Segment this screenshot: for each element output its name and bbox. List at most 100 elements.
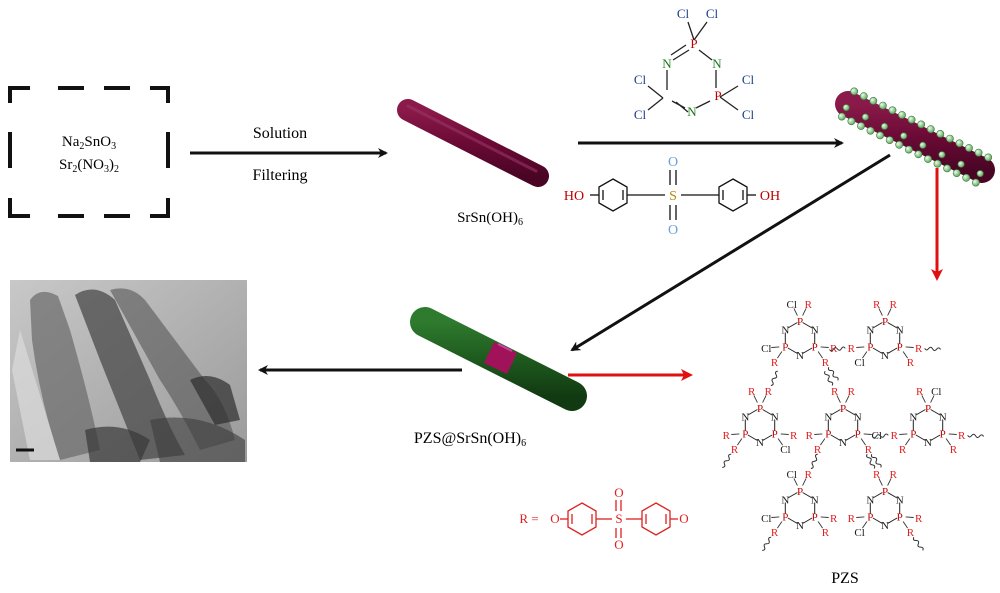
substituent-bond xyxy=(762,395,767,403)
substituent-bond xyxy=(887,308,892,316)
ring-bond xyxy=(930,409,941,416)
ring-bond xyxy=(872,347,883,354)
hccp-cl-3: Cl xyxy=(634,72,647,87)
network-r: R xyxy=(907,527,915,539)
r-o-bottom: O xyxy=(614,537,623,552)
surface-bead xyxy=(876,131,884,140)
ring-bond xyxy=(802,492,813,499)
network-r: R xyxy=(915,513,923,525)
network-cl: Cl xyxy=(786,299,796,311)
network-r: R xyxy=(831,386,839,398)
ring-bond xyxy=(762,434,773,441)
network-r: R xyxy=(771,527,779,539)
surface-bead xyxy=(885,136,894,144)
product-label: PZS@SrSn(OH)6 xyxy=(414,430,526,449)
substituent-bond xyxy=(817,521,823,529)
substituent-bond xyxy=(793,478,798,486)
ring-bond xyxy=(872,322,883,329)
network-p: P xyxy=(855,429,861,441)
srsn-oh6-rod xyxy=(397,99,549,187)
network-n: N xyxy=(811,495,819,507)
surface-bead xyxy=(895,140,904,149)
ring-bond xyxy=(830,434,841,441)
network-n: N xyxy=(881,520,889,532)
surface-bead xyxy=(900,132,908,140)
network-r: R xyxy=(806,430,814,442)
network-p: P xyxy=(910,429,916,441)
ring-bond xyxy=(802,322,813,329)
network-r: R xyxy=(731,444,739,456)
ring-bond xyxy=(887,347,898,354)
ring-bond xyxy=(830,409,841,416)
network-r: R xyxy=(765,386,773,398)
hccp-cl-1: Cl xyxy=(677,6,690,21)
ring-bond xyxy=(787,492,798,499)
substituent-bond xyxy=(731,433,740,435)
polymer-chain xyxy=(912,537,924,551)
network-n: N xyxy=(854,412,862,424)
network-n: N xyxy=(896,495,904,507)
hccp-p-top: P xyxy=(690,36,697,51)
ring-bond xyxy=(747,434,758,441)
substituent-bond xyxy=(793,308,798,316)
substituent-bond xyxy=(856,516,865,518)
substituent-bond xyxy=(856,346,865,348)
surface-bead xyxy=(946,134,954,143)
polymer-chain xyxy=(762,536,772,551)
r-prefix: R = xyxy=(519,511,538,526)
ring-bond xyxy=(787,517,798,524)
network-p: P xyxy=(867,512,873,524)
step1-label-filtering: Filtering xyxy=(252,167,307,184)
network-r: R xyxy=(890,299,898,311)
substituent-bond xyxy=(878,308,883,316)
surface-bead xyxy=(936,129,945,138)
r-s: S xyxy=(615,511,622,526)
surface-bead xyxy=(880,122,888,130)
network-p: P xyxy=(772,429,778,441)
network-cl: Cl xyxy=(761,513,771,525)
network-cl: Cl xyxy=(854,357,864,369)
bps-oh: OH xyxy=(760,189,780,204)
network-r: R xyxy=(848,343,856,355)
substituent-bond xyxy=(802,308,807,316)
polymer-chain xyxy=(829,346,846,352)
polymer-chain xyxy=(824,370,834,386)
surface-bead xyxy=(919,141,927,149)
network-p: P xyxy=(867,342,873,354)
network-cl: Cl xyxy=(854,527,864,539)
ring-bond xyxy=(930,434,941,441)
network-n: N xyxy=(824,412,832,424)
bps-ho: HO xyxy=(564,189,584,204)
network-p: P xyxy=(840,403,846,415)
ring-bond xyxy=(887,517,898,524)
hccp-n-bottom: N xyxy=(687,104,697,119)
network-r: R xyxy=(916,386,924,398)
network-r: R xyxy=(873,469,881,481)
polymer-chain xyxy=(866,453,876,469)
ring-bond xyxy=(845,434,856,441)
network-r: R xyxy=(830,513,838,525)
network-cl: Cl xyxy=(780,444,790,456)
surface-bead xyxy=(952,169,961,177)
ring-bond xyxy=(845,409,856,416)
surface-bead xyxy=(907,115,916,124)
ring-bond xyxy=(887,492,898,499)
network-p: P xyxy=(897,342,903,354)
surface-bead xyxy=(965,144,973,152)
ring-bond xyxy=(872,492,883,499)
network-n: N xyxy=(896,325,904,337)
polymer-chain xyxy=(924,346,942,352)
network-r: R xyxy=(899,444,907,456)
diagonal-arrow xyxy=(570,153,891,352)
network-n: N xyxy=(839,437,847,449)
surface-bead xyxy=(879,101,887,110)
network-cl: Cl xyxy=(761,343,771,355)
network-r: R xyxy=(771,357,779,369)
surface-bead xyxy=(850,87,859,96)
surface-bead xyxy=(926,125,935,134)
ring-bond xyxy=(915,434,926,441)
r-left-o: O xyxy=(550,511,559,526)
network-p: P xyxy=(940,429,946,441)
network-r: R xyxy=(805,299,813,311)
bps-o-top: O xyxy=(668,155,678,170)
